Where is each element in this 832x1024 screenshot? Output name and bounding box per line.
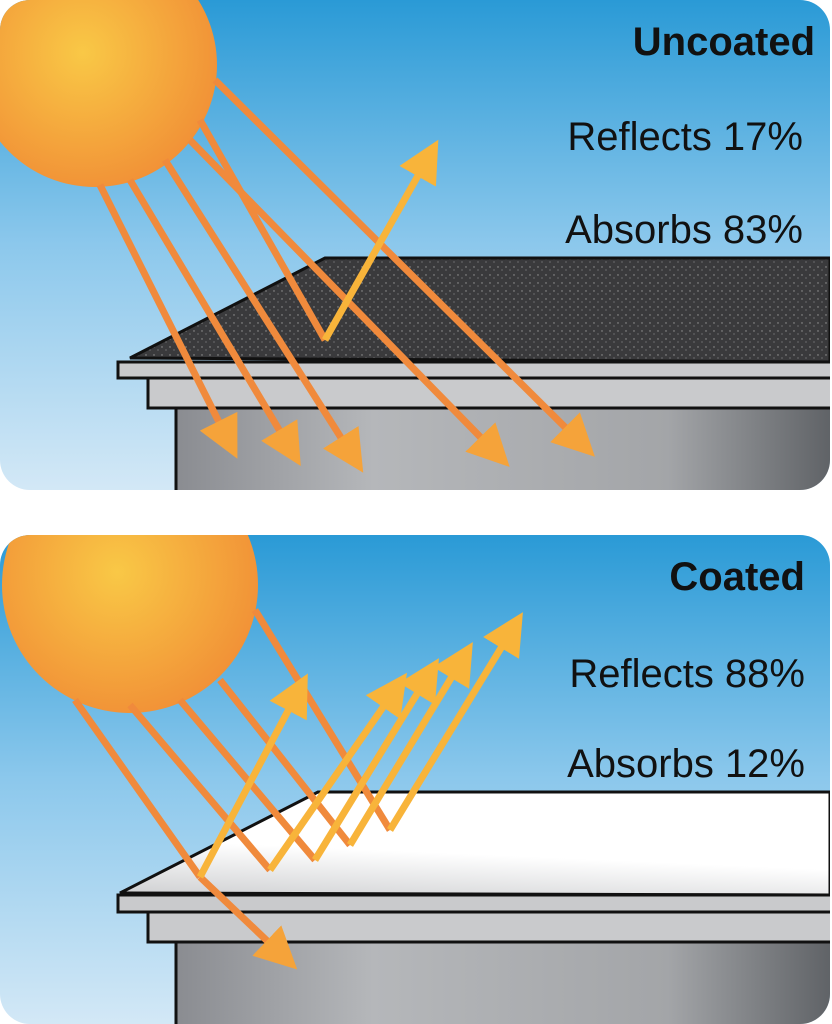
ray-arrow: [217, 677, 353, 848]
reflected-ray-arrow: [387, 612, 523, 832]
reflected-ray-arrow: [347, 642, 473, 847]
ray-arrow: [212, 77, 595, 457]
reflects-label: Reflects 88%: [569, 652, 805, 696]
ray-arrow: [252, 608, 393, 832]
reflected-ray-arrow: [196, 673, 308, 879]
panel-title: Coated: [669, 555, 805, 599]
reflects-label: Reflects 17%: [567, 115, 803, 159]
absorbed-ray-arrow: [197, 874, 298, 970]
reflected-rays: [196, 612, 523, 879]
ray-arrow: [127, 702, 273, 873]
incoming-rays: [96, 77, 595, 473]
ray-arrow: [126, 178, 301, 467]
uncoated-panel: Uncoated Reflects 17% Absorbs 83%: [0, 0, 830, 490]
coated-panel: Coated Reflects 88% Absorbs 12%: [0, 535, 830, 1024]
absorbs-label: Absorbs 12%: [567, 742, 805, 786]
ray-arrow: [196, 118, 329, 342]
ray-arrow: [96, 183, 238, 459]
panel-title: Uncoated: [633, 20, 815, 64]
reflected-ray-arrow: [267, 672, 407, 872]
absorbs-label: Absorbs 83%: [565, 208, 803, 252]
roof-ledge: [116, 360, 830, 380]
ray-arrow: [162, 158, 364, 473]
reflected-ray-arrow: [312, 658, 439, 862]
sun-icon: [0, 0, 217, 187]
reflected-ray-arrow: [321, 139, 439, 342]
sun-icon: [2, 535, 258, 713]
building-wall: [174, 940, 830, 1024]
ray-arrow: [72, 697, 203, 880]
